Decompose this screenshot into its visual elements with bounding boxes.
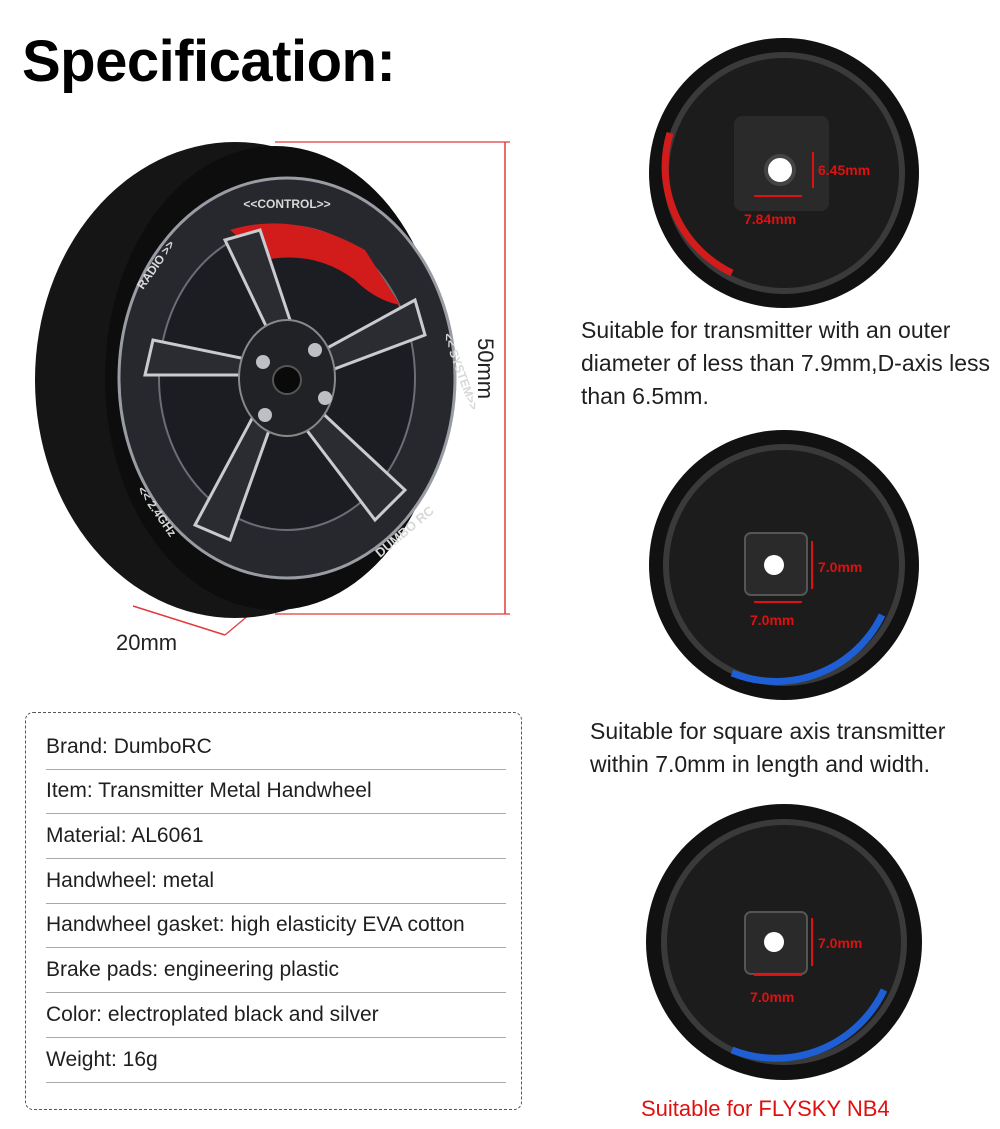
- dim-a-label: 6.45mm: [818, 162, 870, 178]
- spec-row-brand: Brand: DumboRC: [46, 725, 506, 770]
- rim-label-control: <<CONTROL>>: [243, 197, 330, 211]
- axis-caption-round: Suitable for transmitter with an outer d…: [581, 317, 991, 409]
- spec-row-handwheel: Handwheel: metal: [46, 859, 506, 904]
- spec-row-material: Material: AL6061: [46, 814, 506, 859]
- axis-hole: [764, 932, 784, 952]
- dim-a-label: 7.0mm: [818, 935, 862, 951]
- spec-row-gasket: Handwheel gasket: high elasticity EVA co…: [46, 903, 506, 948]
- height-dimension-label: 50mm: [473, 338, 498, 400]
- dim-b-label: 7.0mm: [750, 612, 794, 628]
- dim-b-label: 7.84mm: [744, 211, 796, 227]
- axis-caption-flysky: Suitable for FLYSKY NB4: [641, 1096, 890, 1121]
- axis-view-square: 7.0mm 7.0mm: [649, 430, 919, 700]
- spec-row-item: Item: Transmitter Metal Handwheel: [46, 769, 506, 814]
- handwheel-illustration: <<CONTROL>> RADIO >> << SYSTEM>> << 2.4G…: [35, 141, 510, 636]
- axis-caption-square: Suitable for square axis transmitter wit…: [590, 718, 946, 777]
- axis-hole: [764, 555, 784, 575]
- spec-row-color: Color: electroplated black and silver: [46, 993, 506, 1038]
- page-title: Specification:: [22, 29, 396, 94]
- dim-a-label: 7.0mm: [818, 559, 862, 575]
- blue-pad: [730, 988, 888, 1062]
- red-brake-caliper: [230, 223, 400, 305]
- screw: [258, 408, 272, 422]
- dim-b-label: 7.0mm: [750, 989, 794, 1005]
- dim-line-width: [132, 605, 226, 636]
- width-dimension-label: 20mm: [116, 630, 178, 655]
- axis-view-round: 6.45mm 7.84mm: [649, 38, 919, 308]
- blue-pad: [730, 613, 886, 685]
- spec-table: Brand: DumboRC Item: Transmitter Metal H…: [25, 712, 522, 1110]
- screw: [256, 355, 270, 369]
- axis-hole: [764, 154, 796, 186]
- screw: [318, 391, 332, 405]
- spec-row-brake-pads: Brake pads: engineering plastic: [46, 948, 506, 993]
- axle: [272, 365, 302, 395]
- screw: [308, 343, 322, 357]
- spec-row-weight: Weight: 16g: [46, 1038, 506, 1083]
- red-pad: [661, 132, 734, 277]
- axis-view-flysky: 7.0mm 7.0mm: [646, 804, 922, 1080]
